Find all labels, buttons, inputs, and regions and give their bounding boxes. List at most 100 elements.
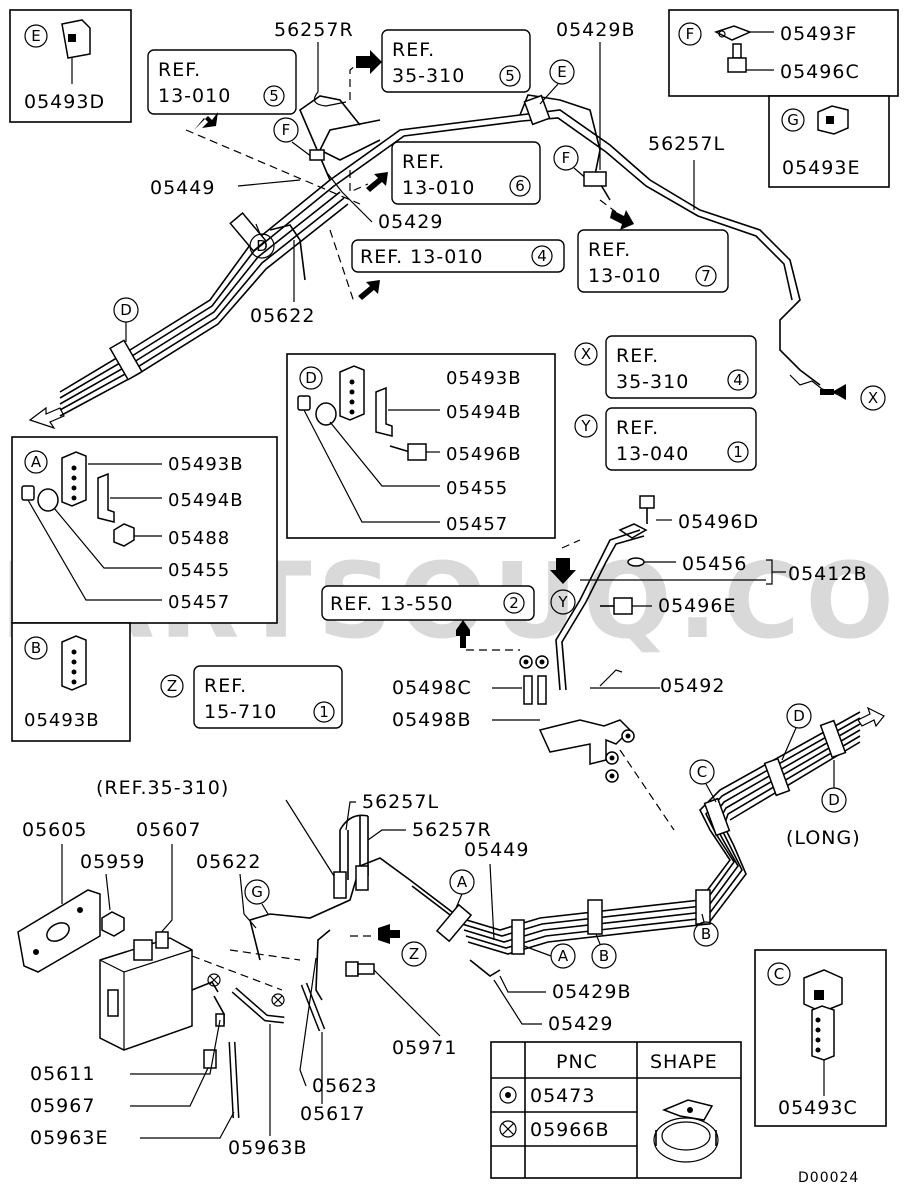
hose-05617-icon <box>300 982 326 1032</box>
svg-text:REF.: REF. <box>402 151 445 173</box>
part-label-05963e: 05963E <box>30 1127 108 1149</box>
svg-text:35-310: 35-310 <box>616 371 689 393</box>
part-label-05429b-top: 05429B <box>556 19 635 41</box>
callout-letter-g: G <box>787 111 799 129</box>
bolt-05496e-icon <box>600 597 652 615</box>
nut-05488-icon <box>113 523 162 547</box>
ref-13-550-2: REF. 13-550 2 <box>321 585 535 648</box>
callout-letter-d-left: D <box>120 301 132 319</box>
svg-text:REF. 13-010: REF. 13-010 <box>360 246 483 268</box>
bracket-05494b-d-icon <box>375 386 440 437</box>
ref-13-010-5: REF. 13-010 5 <box>147 49 297 130</box>
callout-letter-f: F <box>686 25 695 43</box>
part-label-05623: 05623 <box>312 1075 377 1097</box>
svg-text:REF.: REF. <box>588 239 631 261</box>
valve-05971-icon <box>345 961 441 1037</box>
part-label-56257l-top: 56257L <box>648 133 725 155</box>
part-label-ref-35-310: (REF.35-310) <box>96 777 229 799</box>
upper-pipe-bundle: X <box>28 94 886 430</box>
svg-text:REF. 13-550: REF. 13-550 <box>330 593 453 615</box>
part-label-05963b: 05963B <box>228 1137 307 1159</box>
callout-letter-d: D <box>305 369 317 387</box>
bracket-assembly: 05496D 05456 05412B 05496E 05492 05498C … <box>392 495 867 831</box>
part-label-05498c: 05498C <box>392 677 472 699</box>
svg-text:13-010: 13-010 <box>158 85 231 107</box>
part-label-05959: 05959 <box>80 851 145 873</box>
part-label-05622-top: 05622 <box>250 305 315 327</box>
part-label-05493b-a: 05493B <box>168 454 244 475</box>
svg-text:REF.: REF. <box>616 417 659 439</box>
part-label-05496e: 05496E <box>658 595 736 617</box>
part-label-05493e: 05493E <box>782 157 860 179</box>
legend-pnc-05966b: 05966B <box>530 1119 609 1141</box>
grommet-05455-a-icon <box>21 485 162 569</box>
clamp-05493b-b-icon <box>61 635 87 691</box>
bracket-05605-icon <box>17 889 101 973</box>
svg-text:15-710: 15-710 <box>204 701 277 723</box>
callout-letter-b-right: B <box>701 925 711 943</box>
svg-text:REF.: REF. <box>204 675 247 697</box>
arrow-z-icon <box>350 924 400 944</box>
callout-letter-c: C <box>697 763 707 781</box>
svg-text:13-010: 13-010 <box>402 177 475 199</box>
callout-letter-x: X <box>581 345 591 363</box>
part-label-05494b-d: 05494B <box>446 402 522 423</box>
legend-pnc-05473: 05473 <box>530 1085 595 1107</box>
lower-callouts: D C D (LONG) B B A A G (REF.35-310) 5625… <box>96 703 860 1059</box>
bolt-05496d-icon <box>639 495 672 524</box>
bracket-05494b-a-icon <box>97 472 162 523</box>
svg-text:1: 1 <box>733 443 743 461</box>
svg-text:35-310: 35-310 <box>392 65 465 87</box>
part-label-05455-a: 05455 <box>168 560 230 581</box>
bolt-05496c-icon <box>727 43 774 73</box>
ref-13-040-1: Y REF. 13-040 1 <box>574 407 757 471</box>
callout-letter-x-pipe: X <box>868 389 878 407</box>
inset-f: F 05493F 05496C <box>668 9 899 97</box>
part-label-56257l-bot: 56257L <box>362 791 439 813</box>
part-label-05449-top: 05449 <box>150 177 215 199</box>
ref-35-310-4: X REF. 35-310 4 <box>574 335 757 399</box>
part-label-05492: 05492 <box>660 675 725 697</box>
part-label-05617: 05617 <box>300 1103 365 1125</box>
part-label-05455-d: 05455 <box>446 478 508 499</box>
clamp-05493d-icon <box>61 19 91 84</box>
ref-35-310-5: REF. 35-310 5 <box>356 29 531 93</box>
callout-letter-y-mid: Y <box>557 593 568 611</box>
svg-text:2: 2 <box>509 594 519 612</box>
clamp-05493b-d-icon <box>339 365 365 421</box>
part-label-05498b: 05498B <box>392 709 471 731</box>
part-label-05971: 05971 <box>392 1037 457 1059</box>
callout-letter-z: Z <box>167 677 177 695</box>
legend-header-shape: SHAPE <box>650 1051 718 1073</box>
ref-13-010-4: REF. 13-010 4 <box>351 239 565 300</box>
part-label-05496b: 05496B <box>446 444 522 465</box>
part-label-05449-bot: 05449 <box>464 839 529 861</box>
ref-13-010-6: REF. 13-010 6 <box>366 141 541 205</box>
callout-letter-g-bot: G <box>251 883 263 901</box>
bolt-05496b-icon <box>389 443 440 461</box>
callout-letter-d-top: D <box>256 237 268 255</box>
part-label-05967: 05967 <box>30 1095 95 1117</box>
svg-text:5: 5 <box>505 67 515 85</box>
grommet-05959-icon <box>101 911 125 937</box>
part-label-05488: 05488 <box>168 528 230 549</box>
callout-letter-f-right: F <box>562 149 571 167</box>
part-label-05494b-a: 05494B <box>168 490 244 511</box>
part-label-05429-top: 05429 <box>378 211 443 233</box>
inset-g: G 05493E <box>768 95 890 188</box>
svg-text:4: 4 <box>733 371 743 389</box>
arrow-x-icon <box>820 384 846 400</box>
part-label-05412b: 05412B <box>788 563 867 585</box>
hose-05963e-icon <box>228 1041 240 1119</box>
part-label-05457-a: 05457 <box>168 592 230 613</box>
part-label-05607: 05607 <box>136 819 201 841</box>
canister-area: 05605 05607 05959 05622 <box>17 819 377 1159</box>
circle-cross-icon <box>499 1120 517 1138</box>
part-label-05493d: 05493D <box>24 91 105 113</box>
part-label-56257r: 56257R <box>274 19 354 41</box>
svg-text:13-040: 13-040 <box>616 443 689 465</box>
inset-d: D 05493B 05494B 05496B 05455 05457 <box>286 353 556 539</box>
inset-b: B 05493B <box>11 622 131 742</box>
